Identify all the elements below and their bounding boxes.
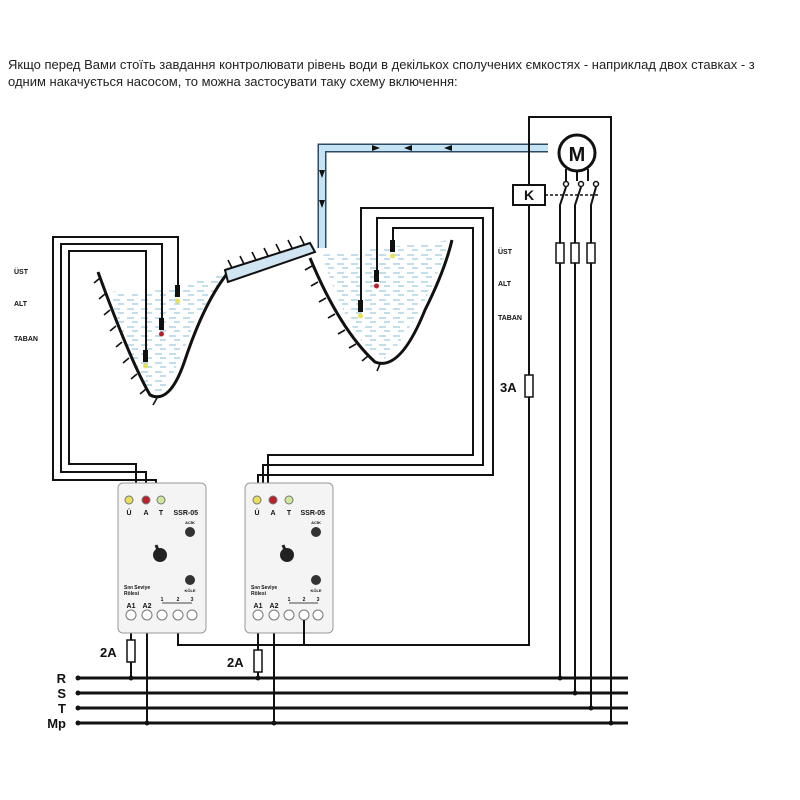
relay-button-top[interactable] xyxy=(311,527,321,537)
led-label-a: A xyxy=(143,510,148,517)
fuse-2a-right-label: 2A xyxy=(227,655,244,670)
probe-tip-mid xyxy=(159,331,164,337)
svg-text:Ü: Ü xyxy=(254,508,259,517)
svg-text:1: 1 xyxy=(161,597,164,603)
svg-text:A: A xyxy=(270,510,275,517)
motor-label: M xyxy=(569,144,586,166)
left-pond xyxy=(93,269,232,406)
relay-name-1: Sıvı Seviye xyxy=(124,585,150,591)
term-a2: A2 xyxy=(143,603,152,610)
probe-tip-bottom xyxy=(143,363,148,369)
svg-text:3: 3 xyxy=(191,597,194,603)
left-level-mid: ALT xyxy=(14,301,28,308)
phase-bus: R S T Mp xyxy=(47,671,628,731)
btn-top-label: ACİK xyxy=(185,520,195,525)
relay-supply: 2A 2A xyxy=(100,620,277,726)
left-probes xyxy=(143,285,180,369)
left-level-bottom: TABAN xyxy=(14,336,38,343)
svg-text:2: 2 xyxy=(177,597,180,603)
contactor: K xyxy=(512,184,598,206)
relay-button-bottom[interactable] xyxy=(185,575,195,585)
right-probes xyxy=(358,240,395,319)
svg-text:SSR-05: SSR-05 xyxy=(300,510,325,517)
phase-r-label: R xyxy=(57,671,67,686)
svg-text:A2: A2 xyxy=(270,603,279,610)
phase-mp-label: Mp xyxy=(47,716,66,731)
svg-text:KÖLE: KÖLE xyxy=(310,588,321,593)
level-relay-left: Ü A T SSR-05 ACİK KÖLE Sıvı Seviye Röles… xyxy=(117,482,207,634)
right-probe-wires xyxy=(257,207,494,483)
level-relay-right: Ü A T SSR-05 ACİK KÖLE Sıvı Seviye Röles… xyxy=(244,482,334,634)
fuse-3a-label: 3A xyxy=(500,380,517,395)
relay-name-2: Rölesi xyxy=(124,591,140,597)
probe-tip-top xyxy=(175,298,180,304)
motor-supply-lines xyxy=(555,169,600,711)
relay-button-bottom[interactable] xyxy=(311,575,321,585)
relay-button-top[interactable] xyxy=(185,527,195,537)
fuse-2a-left-label: 2A xyxy=(100,645,117,660)
btn-bottom-label: KÖLE xyxy=(184,588,195,593)
contactor-label: K xyxy=(524,187,534,203)
left-probe-wires xyxy=(52,236,179,483)
overflow-channel xyxy=(223,235,317,284)
svg-text:1: 1 xyxy=(288,597,291,603)
right-level-bottom: TABAN xyxy=(498,315,522,322)
svg-text:T: T xyxy=(287,510,292,517)
phase-t-label: T xyxy=(58,701,66,716)
led-label-t: T xyxy=(159,510,164,517)
intro-paragraph: Якщо перед Вами стоїть завдання контролю… xyxy=(8,57,755,89)
pump-pipe xyxy=(317,143,548,248)
svg-text:Sıvı Seviye: Sıvı Seviye xyxy=(251,585,277,591)
svg-text:A1: A1 xyxy=(254,603,263,610)
term-a1: A1 xyxy=(127,603,136,610)
svg-text:ACİK: ACİK xyxy=(311,520,321,525)
left-level-top: ÜST xyxy=(14,267,29,276)
right-level-top: ÜST xyxy=(498,247,513,256)
right-level-mid: ALT xyxy=(498,281,512,288)
pump-motor: M xyxy=(557,133,597,173)
phase-s-label: S xyxy=(57,686,66,701)
relay-model: SSR-05 xyxy=(173,510,198,517)
right-pond xyxy=(304,239,454,372)
svg-text:Rölesi: Rölesi xyxy=(251,591,267,597)
svg-text:3: 3 xyxy=(317,597,320,603)
led-label-u: Ü xyxy=(126,508,131,517)
svg-text:2: 2 xyxy=(303,597,306,603)
